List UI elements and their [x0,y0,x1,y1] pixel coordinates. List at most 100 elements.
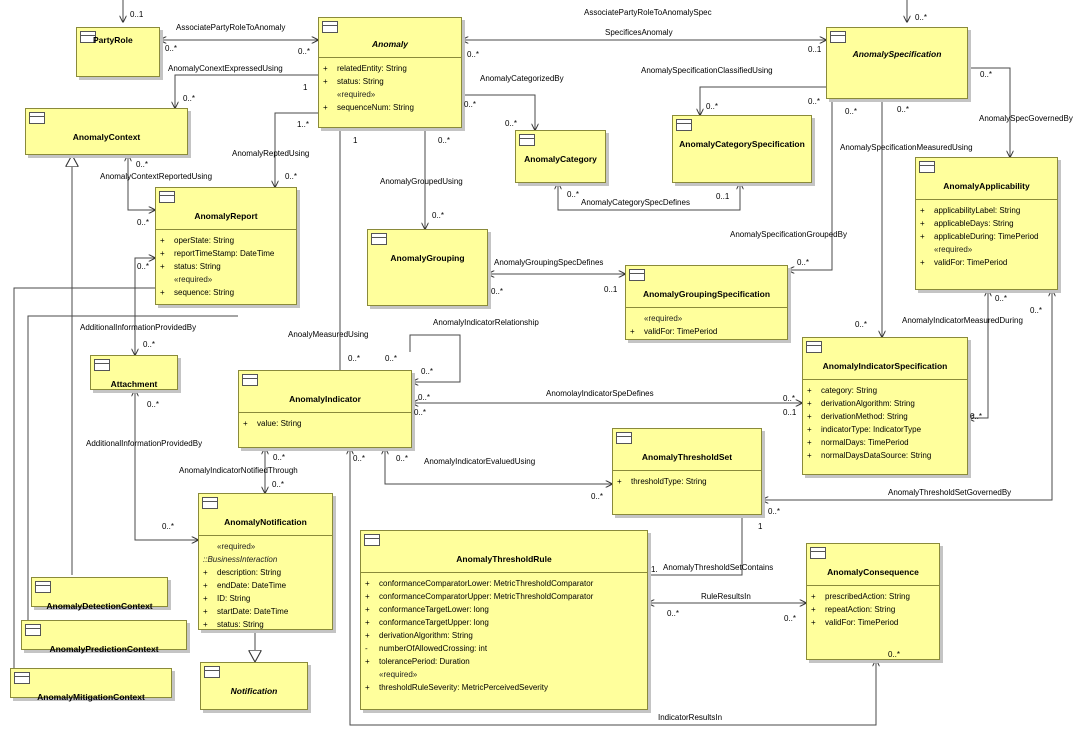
stereotype: «required» [174,275,213,284]
association-label: AssociatePartyRoleToAnomalySpec [584,8,712,17]
class-icon [80,31,96,43]
class-icon [676,119,692,131]
class-anomaly-indicator[interactable]: AnomalyIndicator +value: String [238,370,412,448]
class-icon [204,666,220,678]
class-icon [806,341,822,353]
class-anomaly-threshold-set[interactable]: AnomalyThresholdSet +thresholdType: Stri… [612,428,762,515]
class-icon [94,359,110,371]
multiplicity: 0..* [396,454,409,463]
association-label: AnomalyIndicatorMeasuredDuring [902,316,1023,325]
multiplicity: 0..* [348,354,361,363]
class-attachment[interactable]: Attachment [90,355,178,390]
class-anomaly-context[interactable]: AnomalyContext [25,108,188,155]
class-icon [202,497,218,509]
class-anomaly[interactable]: Anomaly +relatedEntity: String +status: … [318,17,462,128]
attribute: +applicabilityLabel: String [920,206,1021,215]
attribute: +endDate: DateTime [203,581,287,590]
assoc-indicator-results-in [350,448,876,726]
association-label: AdditionalInformationProvidedBy [80,323,197,332]
assoc-evalued-using [385,448,612,484]
association-label: AnomalyCategorySpecDefines [581,198,690,207]
association-label: AnomalySpecificationClassifiedUsing [641,66,773,75]
multiplicity: 0..1 [808,45,822,54]
class-anomaly-indicator-specification[interactable]: AnomalyIndicatorSpecification +category:… [802,337,968,475]
class-anomaly-applicability[interactable]: AnomalyApplicability +applicabilityLabel… [915,157,1058,290]
association-label: IndicatorResultsIn [658,713,723,722]
class-name: Notification [230,686,278,696]
attribute: +normalDaysDataSource: String [807,451,932,460]
multiplicity: 0..1 [604,285,618,294]
class-anomaly-prediction-context[interactable]: AnomalyPredictionContext [21,620,187,654]
multiplicity: 0..* [385,354,398,363]
multiplicity: 0..* [353,454,366,463]
class-name: AnomalyMitigationContext [37,692,145,702]
class-anomaly-mitigation-context[interactable]: AnomalyMitigationContext [10,668,172,702]
association-label: AssociatePartyRoleToAnomaly [176,23,286,32]
multiplicity: 0..1 [130,10,144,19]
attribute-list: +applicabilityLabel: String +applicableD… [916,199,1057,271]
association-label: RuleResultsIn [701,592,751,601]
class-name: AnomalyThresholdRule [456,554,552,564]
assoc-category-spec-defines [558,183,740,211]
class-notification[interactable]: Notification [200,662,308,710]
class-icon [830,31,846,43]
attribute: +prescribedAction: String [811,592,910,601]
class-anomaly-threshold-rule[interactable]: AnomalyThresholdRule +conformanceCompara… [360,530,648,710]
assoc-additional-info-1 [135,258,155,355]
class-name: AnomalyDetectionContext [46,601,153,611]
attribute: +validFor: TimePeriod [811,618,899,627]
association-label: AnomalyReptedUsing [232,149,310,158]
class-name: AnomalyConsequence [827,567,919,577]
attribute: +conformanceTargetUpper: long [365,618,489,627]
class-anomaly-specification[interactable]: AnomalySpecification [826,27,968,99]
association-label: AnomalyConextExpressedUsing [168,64,283,73]
attribute-list: +category: String +derivationAlgorithm: … [803,379,967,464]
class-icon [159,191,175,203]
class-anomaly-notification[interactable]: AnomalyNotification «required» ::Busines… [198,493,333,630]
class-anomaly-report[interactable]: AnomalyReport +operState: String +report… [155,187,297,305]
attribute-list: +relatedEntity: String +status: String «… [319,57,461,116]
multiplicity: 0..* [467,50,480,59]
class-name: AnomalyIndicator [289,394,361,404]
class-icon [14,672,30,684]
class-name: AnomalySpecification [852,49,942,59]
attribute: +normalDays: TimePeriod [807,438,909,447]
multiplicity: 0..* [183,94,196,103]
multiplicity: 0..* [768,507,781,516]
class-anomaly-detection-context[interactable]: AnomalyDetectionContext [31,577,168,611]
class-anomaly-category-specification[interactable]: AnomalyCategorySpecification [672,115,812,183]
class-anomaly-consequence[interactable]: AnomalyConsequence +prescribedAction: St… [806,543,940,660]
attribute-list: +operState: String +reportTimeStamp: Dat… [156,229,296,301]
multiplicity: 0..* [567,190,580,199]
class-anomaly-grouping[interactable]: AnomalyGrouping [367,229,488,306]
gen-prediction-context-bar [27,315,238,620]
multiplicity: 0..* [897,105,910,114]
multiplicity: 0..* [980,70,993,79]
class-name: Attachment [110,379,158,389]
attribute: -numberOfAllowedCrossing: int [365,644,488,653]
class-anomaly-grouping-specification[interactable]: AnomalyGroupingSpecification «required» … [625,265,788,340]
association-label: AnomalyThresholdSetContains [663,563,774,572]
multiplicity: 0..* [783,394,796,403]
class-icon [35,581,51,593]
attribute: +repeatAction: String [811,605,896,614]
class-anomaly-category[interactable]: AnomalyCategory [515,130,606,183]
assoc-context-reported [128,155,155,210]
stereotype-namespace: ::BusinessInteraction [203,555,278,564]
multiplicity: 1. [651,565,658,574]
class-icon [810,547,826,559]
multiplicity: 0..* [421,367,434,376]
class-icon [616,432,632,444]
class-icon [629,269,645,281]
multiplicity: 0..* [855,320,868,329]
association-label: SpecificesAnomaly [605,28,673,37]
class-party-role[interactable]: PartyRole [76,27,160,77]
multiplicity: 0..* [136,160,149,169]
class-icon [29,112,45,124]
multiplicity: 0..* [285,172,298,181]
attribute: +derivationAlgorithm: String [365,631,473,640]
multiplicity: 0..* [418,393,431,402]
multiplicity: 0..* [438,136,451,145]
